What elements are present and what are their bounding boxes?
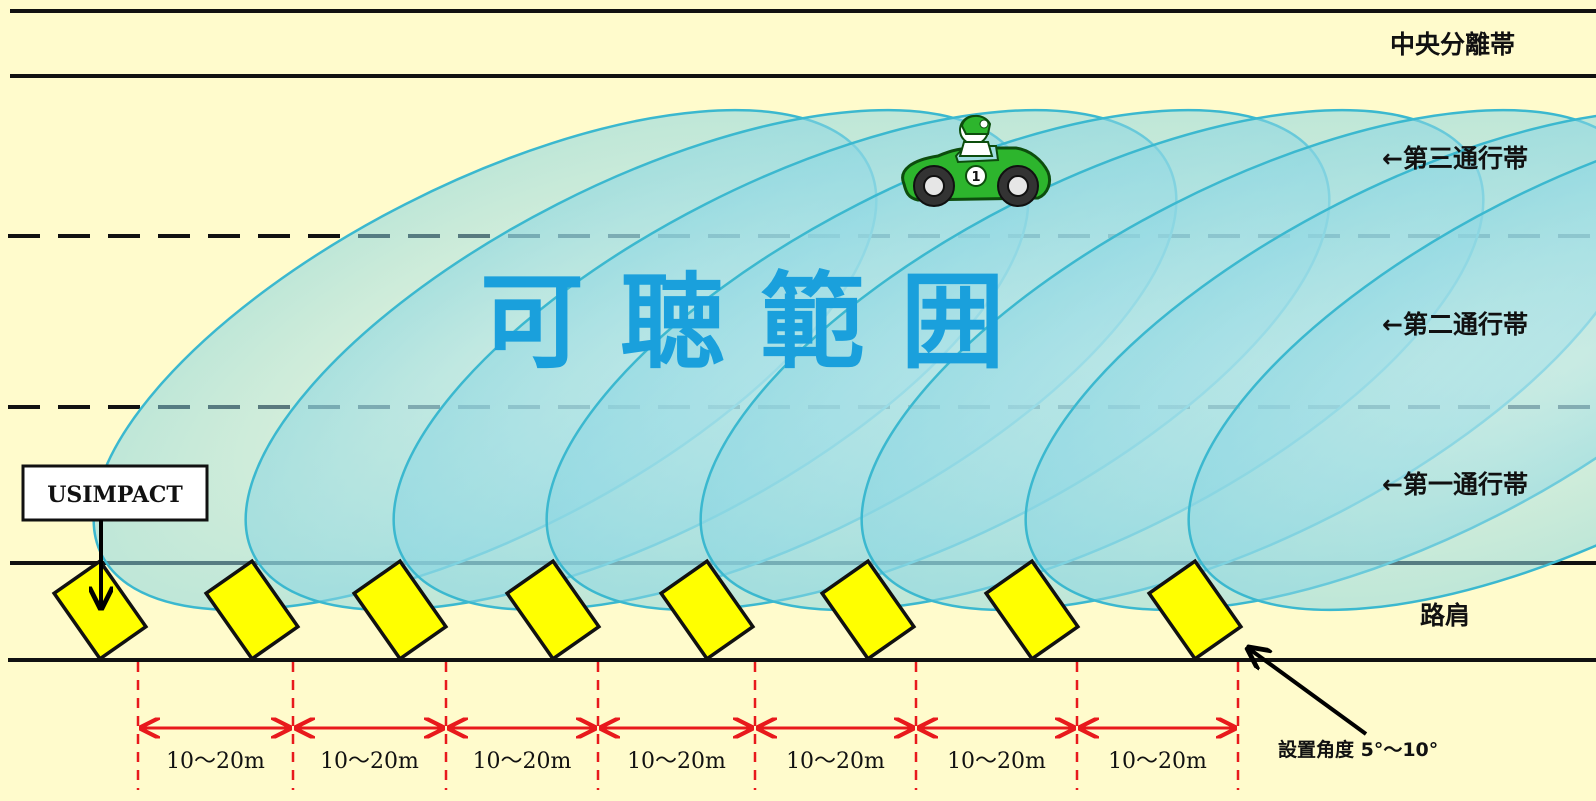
usimpact-device — [203, 558, 301, 662]
distance-dimensions: 10〜20m 10〜20m 10〜20m 10〜20m 10〜20m 10〜20m 10〜2… — [136, 662, 1240, 790]
usimpact-device — [351, 558, 449, 662]
shoulder-label: 路肩 — [1420, 601, 1470, 630]
distance-label: 10〜20m — [473, 749, 572, 774]
car-icon: 1 — [901, 115, 1052, 207]
audible-range-ellipse — [1187, 108, 1596, 612]
audible-range-label: 可 聴 範 囲 — [480, 261, 1005, 383]
distance-label: 10〜20m — [166, 749, 265, 774]
device-callout: USIMPACT — [21, 464, 209, 608]
car-number: 1 — [971, 170, 980, 185]
usimpact-devices — [51, 558, 1244, 662]
distance-label: 10〜20m — [947, 749, 1046, 774]
usimpact-device — [504, 558, 602, 662]
usimpact-device — [1146, 558, 1244, 662]
usimpact-device — [658, 558, 756, 662]
install-angle-label: 設置角度 5°〜10° — [1278, 738, 1438, 761]
lane1-label: ←第一通行帯 — [1382, 470, 1528, 499]
usimpact-device — [983, 558, 1081, 662]
audible-range-areas — [92, 108, 1596, 612]
distance-label: 10〜20m — [627, 749, 726, 774]
usimpact-device — [819, 558, 917, 662]
median-label: 中央分離帯 — [1390, 30, 1515, 59]
lane3-label: ←第三通行帯 — [1382, 144, 1528, 173]
lane2-label: ←第二通行帯 — [1382, 310, 1528, 339]
distance-label: 10〜20m — [786, 749, 885, 774]
lane-labels: 中央分離帯 ←第三通行帯 ←第二通行帯 ←第一通行帯 路肩 — [1382, 30, 1528, 630]
install-angle-callout: 設置角度 5°〜10° — [1248, 648, 1438, 761]
distance-label: 10〜20m — [320, 749, 419, 774]
device-label: USIMPACT — [47, 482, 183, 508]
distance-label: 10〜20m — [1108, 749, 1207, 774]
